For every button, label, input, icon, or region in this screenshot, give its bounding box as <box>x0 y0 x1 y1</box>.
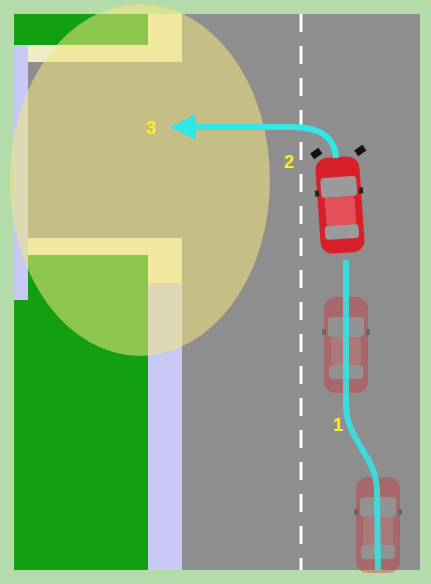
callout-number: 1 <box>333 416 343 434</box>
callout-number: 2 <box>284 153 294 171</box>
path-line <box>346 260 378 570</box>
view-zone <box>10 4 270 356</box>
arrowhead <box>170 114 196 140</box>
path-line <box>196 127 336 158</box>
center-line <box>300 14 303 570</box>
red-car <box>310 145 367 255</box>
callout-number: 3 <box>146 119 156 137</box>
